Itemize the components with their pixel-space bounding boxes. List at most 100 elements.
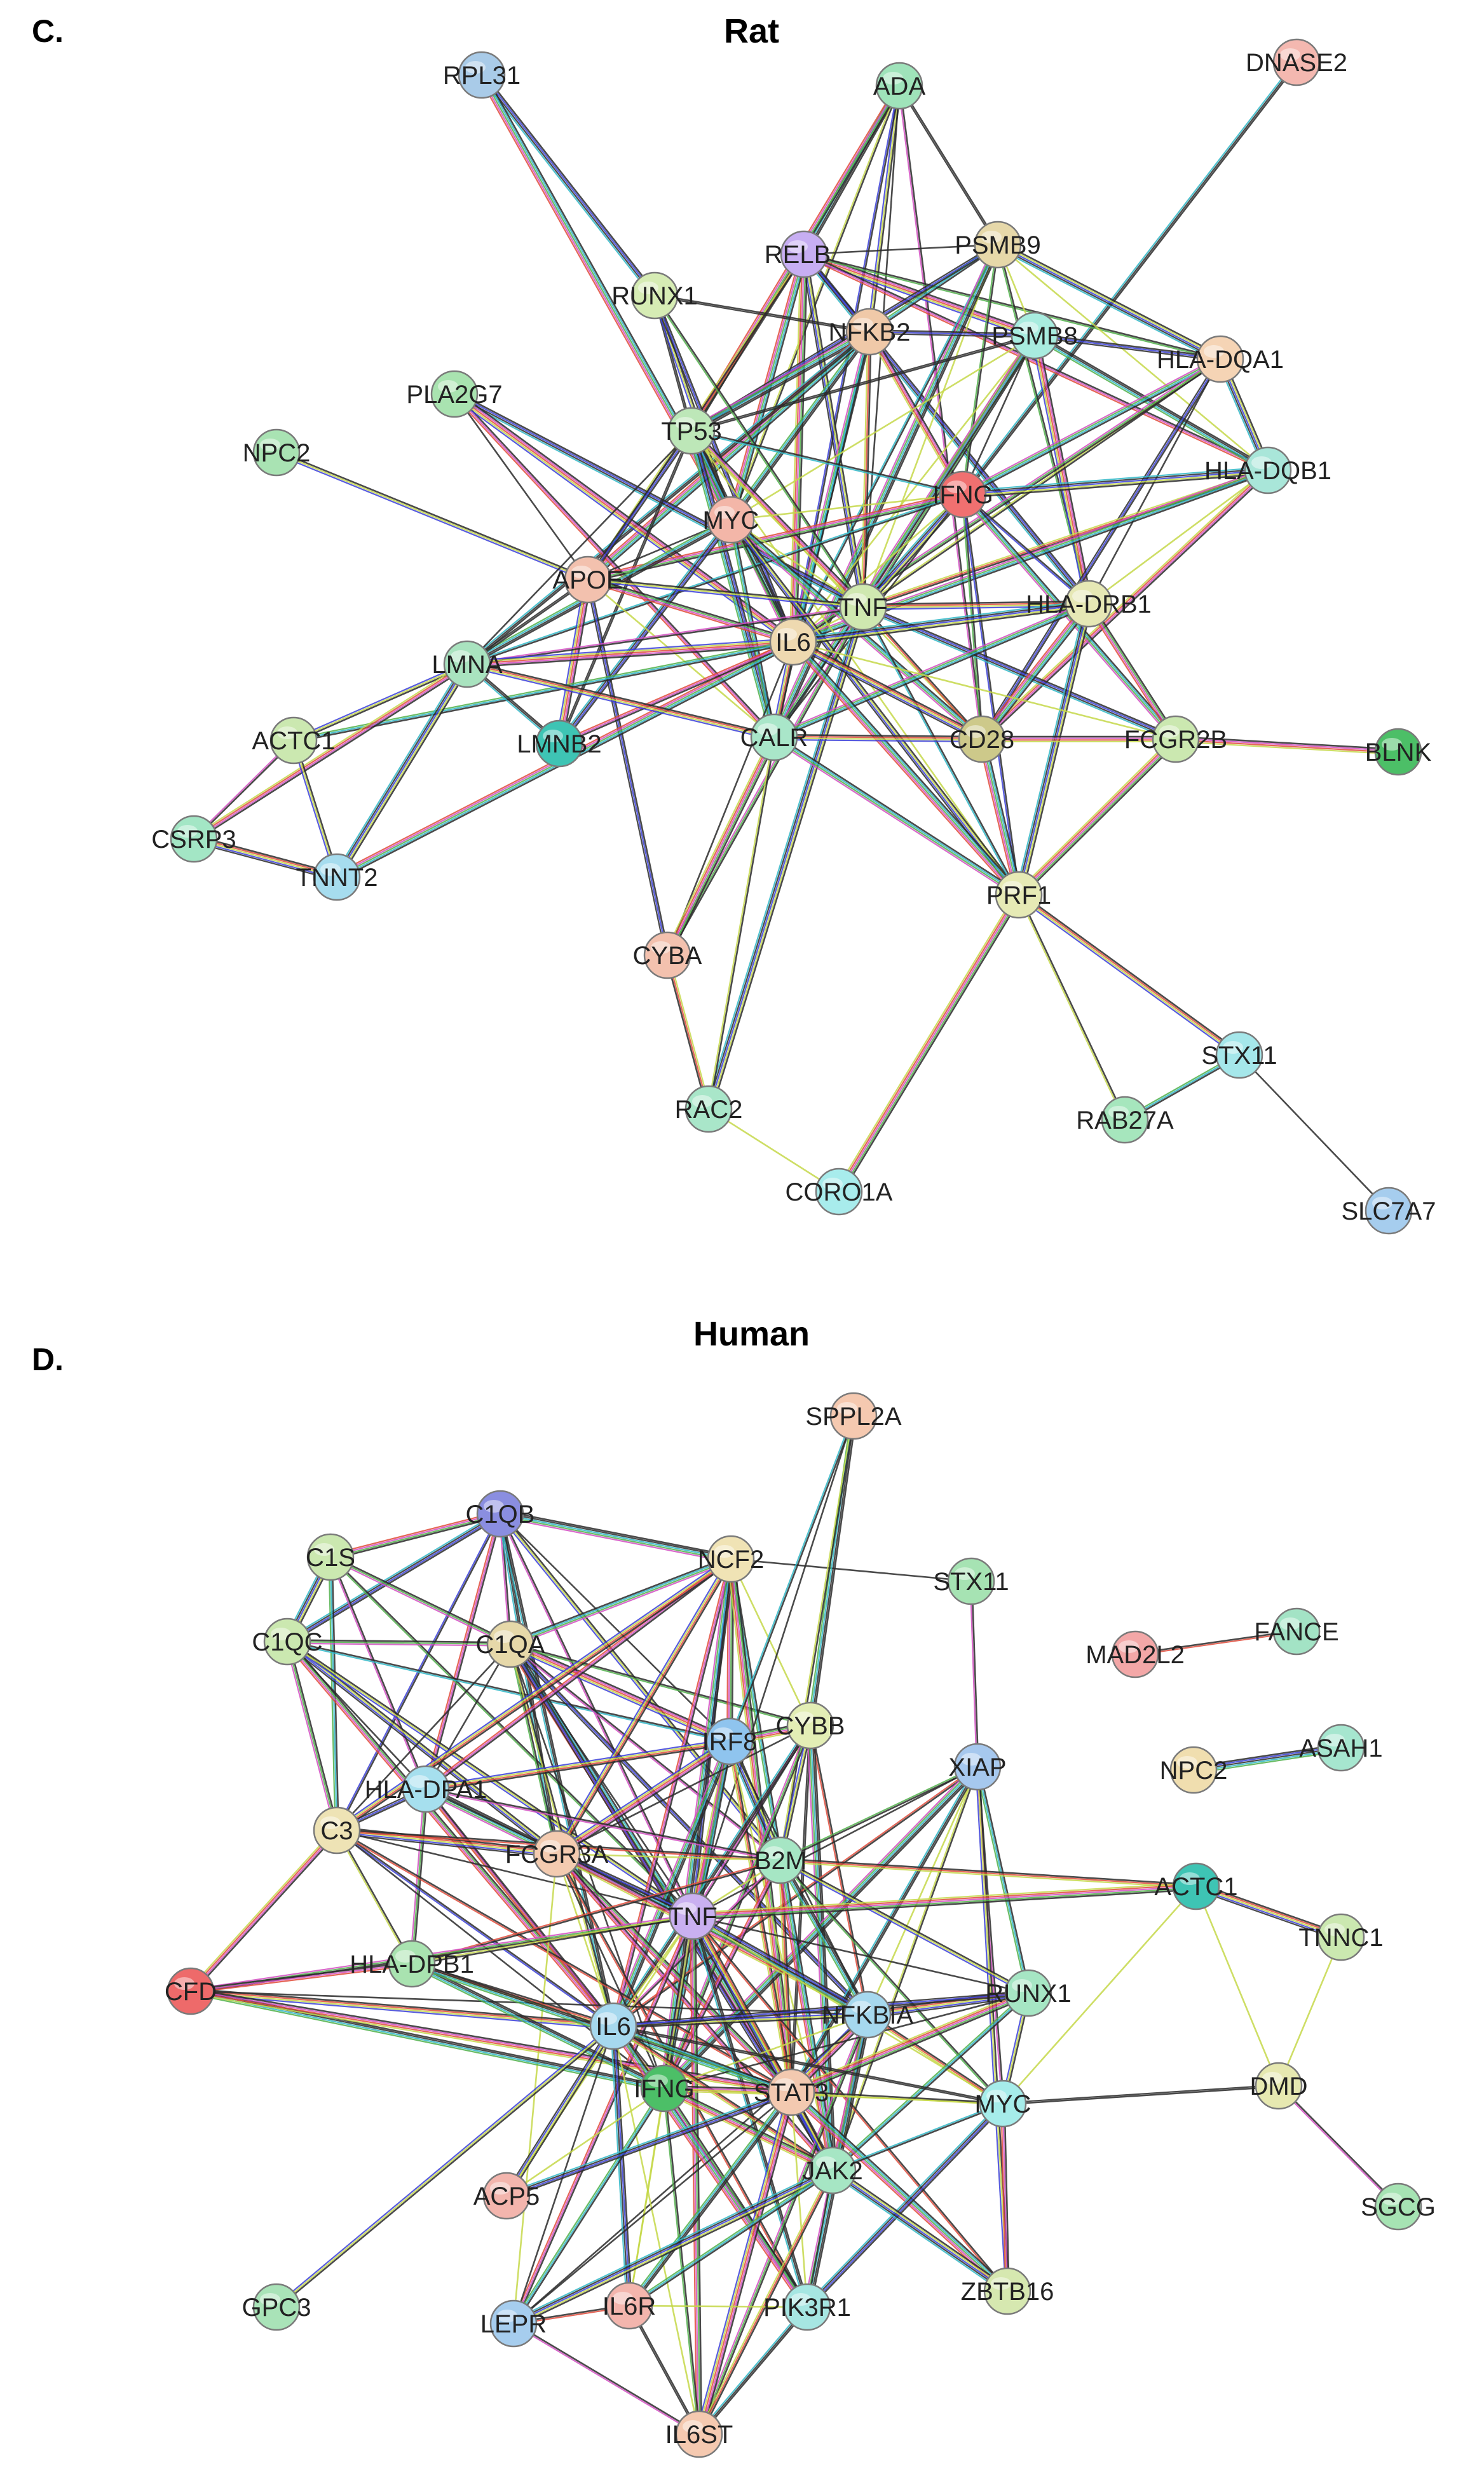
node-circle[interactable] (995, 871, 1043, 919)
node-ada[interactable]: ADA (873, 62, 926, 110)
node-npc2[interactable]: NPC2 (243, 428, 311, 477)
node-lmnb2[interactable]: LMNB2 (517, 719, 602, 768)
node-npc2[interactable]: NPC2 (1160, 1746, 1228, 1794)
node-blnk[interactable]: BLNK (1365, 728, 1432, 776)
node-gpc3[interactable]: GPC3 (242, 2283, 311, 2331)
node-circle[interactable] (1172, 1862, 1220, 1910)
node-circle[interactable] (167, 1967, 215, 2015)
node-circle[interactable] (1111, 1630, 1159, 1678)
node-circle[interactable] (947, 1557, 995, 1605)
node-jak2[interactable]: JAK2 (802, 2146, 863, 2195)
node-circle[interactable] (983, 2267, 1031, 2315)
node-psmb8[interactable]: PSMB8 (991, 311, 1078, 360)
node-circle[interactable] (684, 1085, 733, 1133)
node-c1qb[interactable]: C1QB (466, 1490, 535, 1538)
node-ifng[interactable]: IFNG (634, 2064, 695, 2113)
node-calr[interactable]: CALR (740, 713, 808, 761)
node-c3[interactable]: C3 (313, 1806, 361, 1855)
node-circle[interactable] (1101, 1096, 1149, 1144)
node-il6[interactable]: IL6 (589, 2002, 637, 2050)
node-lepr[interactable]: LEPR (480, 2299, 547, 2348)
node-circle[interactable] (1365, 1187, 1413, 1235)
node-circle[interactable] (263, 1617, 311, 1666)
node-circle[interactable] (1317, 1913, 1365, 1961)
node-tp53[interactable]: TP53 (661, 407, 722, 455)
node-tnf[interactable]: TNF (668, 1892, 718, 1940)
node-nfkb2[interactable]: NFKB2 (829, 308, 911, 356)
node-pik3r1[interactable]: PIK3R1 (763, 2283, 851, 2331)
node-prf1[interactable]: PRF1 (986, 871, 1051, 919)
node-circle[interactable] (767, 2068, 815, 2116)
node-circle[interactable] (589, 2002, 637, 2050)
node-circle[interactable] (1152, 715, 1200, 763)
node-cd28[interactable]: CD28 (950, 715, 1014, 763)
node-slc7a7[interactable]: SLC7A7 (1342, 1187, 1436, 1235)
node-ncf2[interactable]: NCF2 (698, 1535, 764, 1583)
node-circle[interactable] (535, 719, 583, 768)
node-circle[interactable] (640, 2064, 688, 2113)
node-acp5[interactable]: ACP5 (473, 2172, 540, 2220)
node-hla-dqa1[interactable]: HLA-DQA1 (1157, 335, 1284, 383)
node-runx1[interactable]: RUNX1 (611, 271, 698, 320)
node-circle[interactable] (1215, 1031, 1263, 1079)
node-circle[interactable] (443, 640, 491, 688)
node-circle[interactable] (269, 716, 318, 765)
node-circle[interactable] (829, 1392, 878, 1440)
node-circle[interactable] (875, 62, 923, 110)
node-hla-dpa1[interactable]: HLA-DPA1 (365, 1765, 487, 1813)
node-circle[interactable] (482, 2172, 531, 2220)
node-cyba[interactable]: CYBA (633, 931, 702, 979)
node-circle[interactable] (1374, 2182, 1422, 2231)
node-hla-dqb1[interactable]: HLA-DQB1 (1204, 446, 1331, 494)
node-circle[interactable] (170, 815, 218, 863)
node-asah1[interactable]: ASAH1 (1299, 1724, 1383, 1772)
node-circle[interactable] (476, 1490, 524, 1538)
node-stx11[interactable]: STX11 (933, 1557, 1009, 1605)
node-cybb[interactable]: CYBB (776, 1701, 845, 1750)
node-circle[interactable] (843, 1991, 892, 2039)
node-myc[interactable]: MYC (975, 2080, 1031, 2128)
node-c1qa[interactable]: C1QA (476, 1620, 545, 1668)
node-c1s[interactable]: C1S (306, 1533, 355, 1581)
node-stat3[interactable]: STAT3 (754, 2068, 829, 2116)
node-circle[interactable] (605, 2282, 653, 2330)
node-actc1[interactable]: ACTC1 (252, 716, 336, 765)
node-circle[interactable] (705, 1717, 754, 1766)
node-pla2g7[interactable]: PLA2G7 (406, 370, 503, 418)
node-runx1[interactable]: RUNX1 (985, 1969, 1072, 2017)
node-fance[interactable]: FANCE (1254, 1607, 1339, 1656)
node-circle[interactable] (533, 1830, 581, 1878)
node-circle[interactable] (1255, 2062, 1303, 2110)
node-actc1[interactable]: ACTC1 (1154, 1862, 1238, 1910)
node-circle[interactable] (756, 1836, 805, 1884)
node-circle[interactable] (783, 2283, 831, 2331)
node-circle[interactable] (786, 1701, 834, 1750)
node-circle[interactable] (815, 1168, 863, 1216)
node-circle[interactable] (489, 2299, 538, 2348)
node-il6[interactable]: IL6 (769, 618, 817, 666)
node-zbtb16[interactable]: ZBTB16 (961, 2267, 1054, 2315)
node-circle[interactable] (402, 1765, 450, 1813)
node-circle[interactable] (388, 1940, 436, 1988)
node-circle[interactable] (1065, 580, 1113, 628)
node-rpl31[interactable]: RPL31 (443, 51, 521, 99)
node-nfkbia[interactable]: NFKBIA (822, 1991, 914, 2039)
node-fcgr2b[interactable]: FCGR2B (1124, 715, 1227, 763)
node-circle[interactable] (845, 308, 894, 356)
node-circle[interactable] (675, 2410, 723, 2458)
node-relb[interactable]: RELB (765, 230, 831, 278)
node-ifng[interactable]: IFNG (932, 470, 993, 519)
node-circle[interactable] (458, 51, 506, 99)
node-sgcg[interactable]: SGCG (1361, 2182, 1436, 2231)
node-apoe[interactable]: APOE (552, 555, 623, 604)
node-circle[interactable] (1011, 311, 1059, 360)
node-circle[interactable] (808, 2146, 857, 2195)
node-xiap[interactable]: XIAP (948, 1743, 1007, 1791)
node-tnnc1[interactable]: TNNC1 (1298, 1913, 1384, 1961)
node-circle[interactable] (707, 496, 755, 544)
node-circle[interactable] (643, 931, 691, 979)
node-circle[interactable] (313, 853, 361, 901)
node-circle[interactable] (252, 428, 301, 477)
node-circle[interactable] (306, 1533, 355, 1581)
node-circle[interactable] (839, 583, 887, 631)
